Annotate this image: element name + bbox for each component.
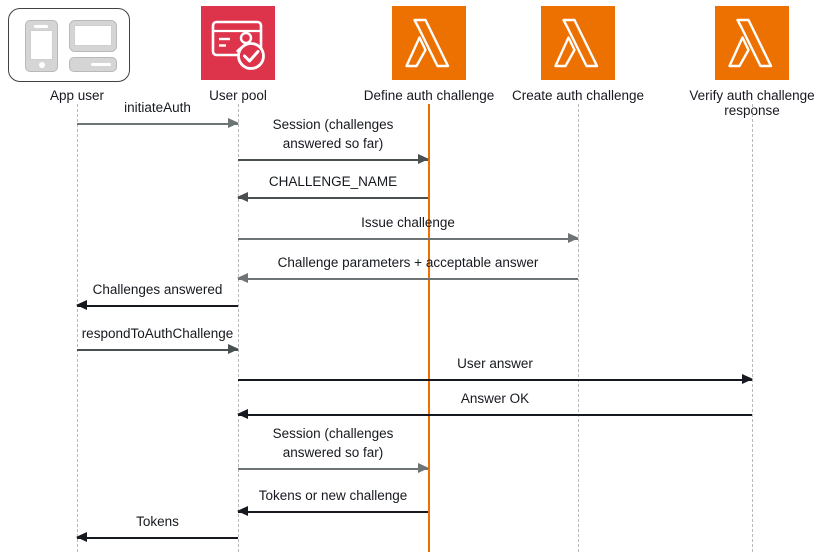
phone-icon bbox=[25, 20, 58, 72]
message-line bbox=[238, 159, 428, 161]
lifeline-verify-auth-challenge-response bbox=[752, 104, 753, 552]
message-label: CHALLENGE_NAME bbox=[268, 174, 398, 189]
actor-define-auth-challenge bbox=[392, 6, 466, 80]
arrowhead-icon bbox=[237, 408, 248, 419]
arrowhead-icon bbox=[418, 153, 429, 164]
actor-label-verify-auth-challenge-response: Verify auth challenge response bbox=[689, 88, 815, 118]
actor-label-define-auth-challenge: Define auth challenge bbox=[363, 88, 495, 103]
message-label: Tokens bbox=[136, 514, 179, 529]
arrowhead-icon bbox=[76, 299, 87, 310]
aws-lambda-icon bbox=[392, 6, 466, 80]
message-label: User answer bbox=[457, 356, 533, 371]
arrowhead-icon bbox=[568, 232, 579, 243]
message-label: Tokens or new challenge bbox=[258, 488, 408, 503]
message-label: Session (challenges answered so far) bbox=[272, 117, 394, 151]
message-line bbox=[77, 123, 238, 125]
arrowhead-icon bbox=[228, 343, 239, 354]
aws-lambda-icon bbox=[715, 6, 789, 80]
actor-app-user bbox=[8, 8, 130, 82]
arrowhead-icon bbox=[742, 373, 753, 384]
message-line bbox=[238, 414, 752, 416]
lifeline-user-pool bbox=[238, 104, 239, 552]
message-label: Answer OK bbox=[460, 391, 530, 406]
message-line bbox=[77, 305, 238, 307]
lifeline-define-auth-challenge bbox=[428, 104, 430, 552]
message-label: Issue challenge bbox=[361, 215, 455, 230]
actor-create-auth-challenge bbox=[541, 6, 615, 80]
message-label: initiateAuth bbox=[124, 100, 191, 115]
user-pool-id-card-icon bbox=[201, 6, 275, 80]
message-line bbox=[238, 197, 428, 199]
message-line bbox=[238, 278, 578, 280]
actor-label-create-auth-challenge: Create auth challenge bbox=[511, 88, 645, 103]
message-label: Challenge parameters + acceptable answer bbox=[277, 255, 539, 270]
arrowhead-icon bbox=[237, 191, 248, 202]
actor-label-user-pool: User pool bbox=[209, 88, 267, 103]
arrowhead-icon bbox=[237, 505, 248, 516]
message-line bbox=[238, 379, 752, 381]
actor-user-pool bbox=[201, 6, 275, 80]
message-label: Session (challenges answered so far) bbox=[272, 426, 394, 460]
actor-verify-auth-challenge-response bbox=[715, 6, 789, 80]
aws-lambda-icon bbox=[541, 6, 615, 80]
monitor-icon bbox=[69, 20, 117, 52]
keyboard-icon bbox=[69, 57, 117, 72]
arrowhead-icon bbox=[418, 462, 429, 473]
message-line bbox=[238, 511, 428, 513]
message-line bbox=[77, 537, 238, 539]
message-label: Challenges answered bbox=[92, 282, 223, 297]
arrowhead-icon bbox=[228, 117, 239, 128]
lifeline-app-user bbox=[77, 104, 78, 552]
actor-label-app-user: App user bbox=[49, 88, 105, 103]
lifeline-create-auth-challenge bbox=[578, 104, 579, 552]
message-line bbox=[238, 468, 428, 470]
mobile-and-desktop-devices-icon bbox=[8, 8, 130, 82]
message-label: respondToAuthChallenge bbox=[81, 326, 234, 341]
arrowhead-icon bbox=[237, 272, 248, 283]
message-line bbox=[238, 238, 578, 240]
message-line bbox=[77, 349, 238, 351]
arrowhead-icon bbox=[76, 531, 87, 542]
